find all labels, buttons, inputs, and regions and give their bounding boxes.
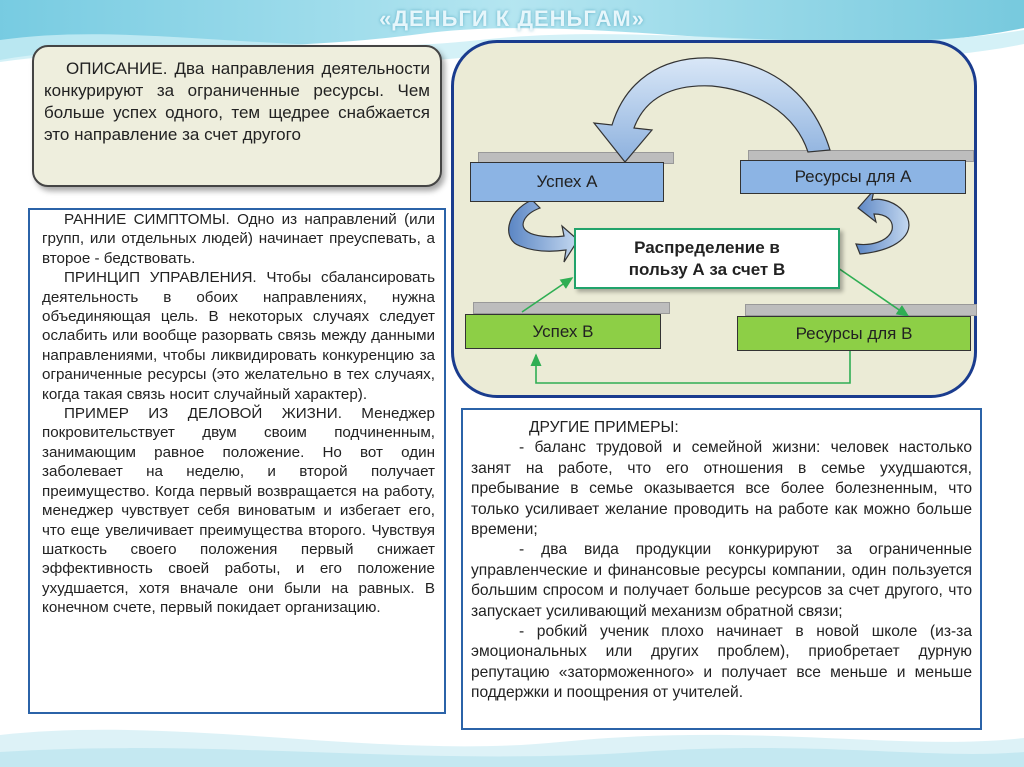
node-center-line1: Распределение в — [634, 237, 780, 257]
description-text: ОПИСАНИЕ. Два направления деятельности к… — [44, 59, 430, 144]
arrow-success-b-to-center — [521, 277, 574, 313]
node-resources-a: Ресурсы для А — [740, 160, 966, 194]
management-principle-text: ПРИНЦИП УПРАВЛЕНИЯ. Чтобы сбалансировать… — [42, 269, 435, 403]
node-resources-b: Ресурсы для В — [737, 316, 971, 351]
arrow-success-a-to-center — [508, 199, 579, 263]
symptoms-box: РАННИЕ СИМПТОМЫ. Одно из направлений (ил… — [28, 208, 446, 714]
node-success-b: Успех В — [465, 314, 661, 349]
example-item: - два вида продукции конкурируют за огра… — [471, 541, 972, 620]
arrow-center-to-resources-a — [855, 187, 910, 255]
node-center: Распределение в пользу А за счет В — [574, 228, 840, 289]
description-box: ОПИСАНИЕ. Два направления деятельности к… — [32, 45, 442, 187]
page-title: «ДЕНЬГИ К ДЕНЬГАМ» — [379, 6, 645, 31]
feedback-line-resources-b-to-success-b — [530, 350, 851, 384]
node-success-a: Успех А — [470, 162, 664, 202]
node-center-line2: пользу А за счет В — [628, 259, 786, 279]
other-examples-box: ДРУГИЕ ПРИМЕРЫ: - баланс трудовой и семе… — [461, 408, 982, 730]
arrow-center-to-resources-b — [837, 267, 910, 317]
node-shadow-resources-b — [745, 304, 977, 316]
business-example-text: ПРИМЕР ИЗ ДЕЛОВОЙ ЖИЗНИ. Менеджер покров… — [42, 405, 435, 617]
feedback-arrow-top — [592, 57, 831, 163]
early-symptoms-text: РАННИЕ СИМПТОМЫ. Одно из направлений (ил… — [42, 211, 435, 267]
other-examples-heading: ДРУГИЕ ПРИМЕРЫ: — [529, 419, 679, 436]
example-item: - робкий ученик плохо начинает в новой ш… — [471, 623, 972, 702]
example-item: - баланс трудовой и семейной жизни: чело… — [471, 439, 972, 539]
